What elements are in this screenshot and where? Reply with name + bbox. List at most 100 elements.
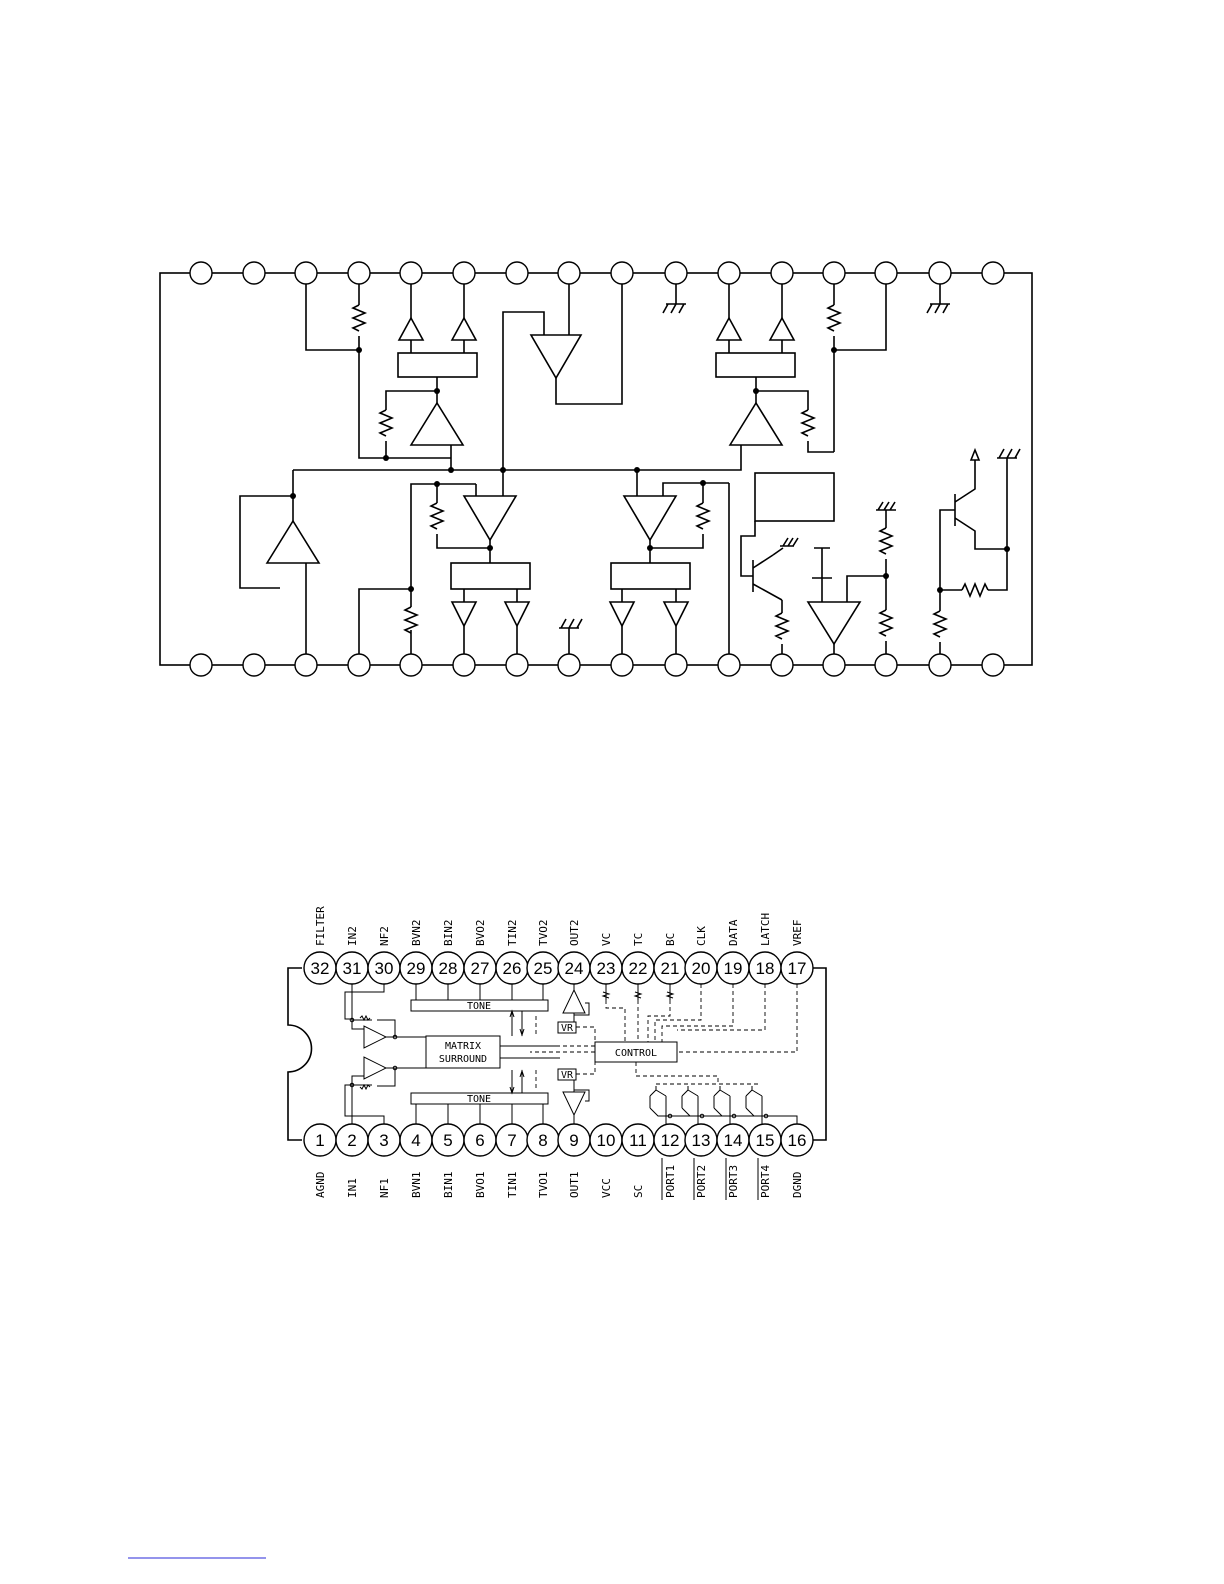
pin-number: 5 [443,1131,452,1150]
pin-label: TIN1 [506,1172,519,1199]
upper-pin [453,262,475,284]
pin-number: 6 [475,1131,484,1150]
upper-pin [875,654,897,676]
buffer-triangle-icon [610,602,634,626]
buffer-triangle-icon [399,318,423,340]
pin-label: BVN2 [410,920,423,947]
pin-number: 31 [343,959,362,978]
upper-pin [400,654,422,676]
upper-pin [982,654,1004,676]
pin-label: TIN2 [506,920,519,947]
pin-label: NF1 [378,1178,391,1198]
upper-pin [875,262,897,284]
vr-label-top: VR [561,1023,574,1034]
pin-number: 30 [375,959,394,978]
upper-pin [506,262,528,284]
bottom-pin-labels: AGND IN1 NF1 BVN1 BIN1 BVO1 TIN1 TVO1 OU… [314,1158,804,1200]
ground-icon [780,538,798,546]
surround-label: SURROUND [439,1054,487,1065]
equivalent-circuit [160,262,1032,676]
resistor-icon [934,611,946,637]
package-notch [288,968,312,1140]
buffer-triangle-icon [452,318,476,340]
pin-label: SC [632,1185,645,1198]
pin-label: IN2 [346,926,359,946]
input-opamps [345,984,426,1124]
pin-number: 1 [315,1131,324,1150]
upper-pin [190,262,212,284]
capacitor-icon [812,548,832,578]
amplifier-triangle-icon [411,403,463,445]
buffer-triangle-icon [505,602,529,626]
resistor-icon [380,410,392,436]
pin-label: OUT1 [568,1172,581,1199]
pin-label: TC [632,933,645,946]
pin-number: 11 [629,1131,647,1150]
pin-number: 23 [597,959,616,978]
upper-pin [295,262,317,284]
pin-number: 25 [534,959,553,978]
package-right-edge [812,968,826,1140]
pin-number: 16 [788,1131,807,1150]
upper-pin [665,262,687,284]
upper-pin [823,262,845,284]
pin-number: 26 [503,959,522,978]
left-upper-channel [306,284,477,470]
resistor-icon [431,503,443,529]
tone-label-top: TONE [467,1001,491,1012]
buffer-triangle-icon [717,318,741,340]
resistor-icon [828,305,840,331]
upper-pin [718,262,740,284]
matrix-label: MATRIX [445,1041,481,1052]
switch-block [451,563,530,589]
buffer-triangle-icon [452,602,476,626]
control-section [741,449,1020,654]
transistor-icon [682,1086,702,1124]
tone-label-bottom: TONE [467,1094,491,1105]
pin-label: DGND [791,1172,804,1199]
pin-number: 8 [538,1131,547,1150]
pin-number: 2 [347,1131,356,1150]
upper-pin [506,654,528,676]
control-label: CONTROL [615,1048,657,1059]
upper-pin [718,654,740,676]
upper-pin [611,654,633,676]
pin-number: 27 [471,959,490,978]
logic-block [755,473,834,521]
upper-pin [558,654,580,676]
opamp-triangle-icon [364,1026,386,1048]
upper-pin [823,654,845,676]
resistor-icon [880,610,892,636]
upper-pin [190,654,212,676]
right-upper-channel [716,284,886,452]
pin-label: BIN2 [442,920,455,947]
transistor-icon [714,1086,734,1124]
upper-pin [982,262,1004,284]
opamp-triangle-icon [364,1057,386,1079]
pin-number: 4 [411,1131,420,1150]
ground-icon [997,449,1020,549]
upper-pin [929,262,951,284]
bottom-pin-row: 1 2 3 4 5 6 7 8 9 10 11 12 13 14 15 16 [304,1124,813,1156]
amplifier-triangle-icon [563,990,585,1013]
pin-label: VCC [600,1178,613,1198]
upper-pin [243,654,265,676]
pin-number: 7 [507,1131,516,1150]
ground-icon [559,619,582,654]
pin-label: TVO1 [537,1172,550,1199]
ground-icon [663,284,950,313]
pin-number: 22 [629,959,648,978]
pin-label: LATCH [759,913,772,946]
pin-number: 10 [597,1131,616,1150]
upper-pin [400,262,422,284]
pin-label: FILTER [314,906,327,946]
upper-pin [243,262,265,284]
pin-number: 9 [569,1131,578,1150]
pin-number: 19 [724,959,743,978]
pin-label: PORT1 [664,1165,677,1198]
resistor-icon [962,584,988,596]
pin-label: BC [664,933,677,946]
upper-pin [453,654,475,676]
pin-label: PORT4 [759,1165,772,1198]
